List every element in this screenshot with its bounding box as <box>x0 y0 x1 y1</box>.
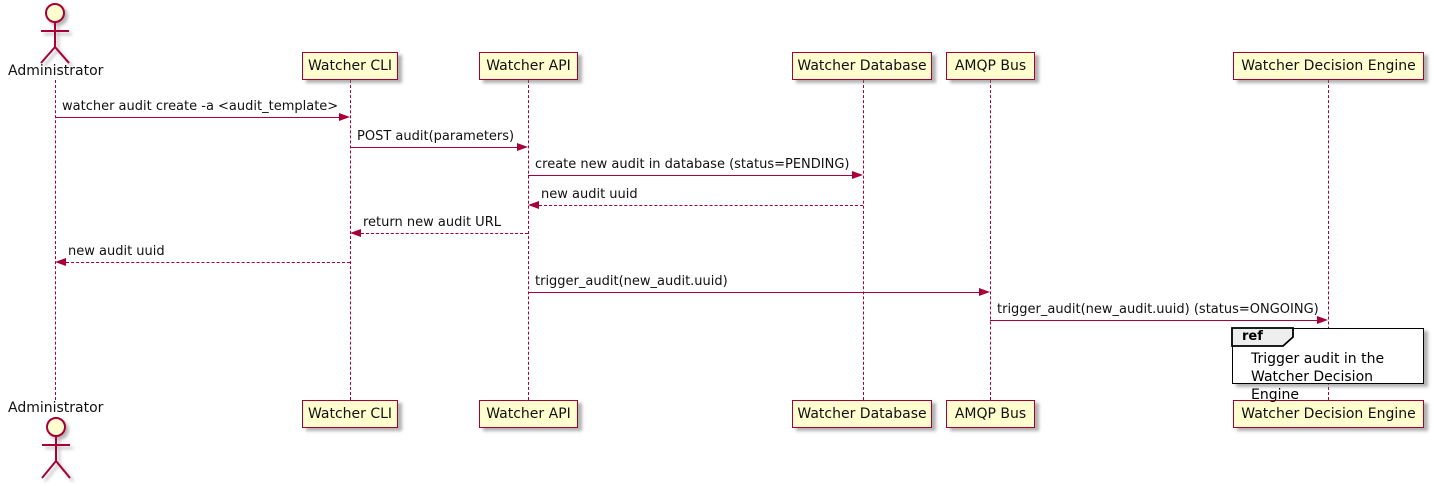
participant-watcher-database-top: Watcher Database <box>792 52 932 80</box>
participant-watcher-cli-top: Watcher CLI <box>302 52 398 80</box>
participant-label: Watcher Decision Engine <box>1241 406 1416 422</box>
participant-label: Watcher Decision Engine <box>1241 58 1416 74</box>
message-line <box>528 175 852 176</box>
message-text: new audit uuid <box>541 187 638 202</box>
participant-watcher-api-top: Watcher API <box>479 52 578 80</box>
ref-text: Trigger audit in the Watcher Decision En… <box>1251 350 1423 404</box>
arrowhead-right-icon <box>1317 316 1328 324</box>
lifeline-watcher-database <box>862 80 864 400</box>
ref-keyword: ref <box>1242 329 1263 344</box>
participant-amqp-bus-bottom: AMQP Bus <box>946 400 1035 428</box>
message-line <box>55 117 339 118</box>
participant-label: Watcher CLI <box>307 58 393 74</box>
arrowhead-left-icon <box>528 201 539 209</box>
message-text: watcher audit create -a <audit_template> <box>62 99 339 114</box>
message-line <box>990 320 1317 321</box>
message-line <box>539 205 863 206</box>
message-line <box>66 262 350 263</box>
actor-label-administrator-bottom: Administrator <box>8 400 104 416</box>
message-text: create new audit in database (status=PEN… <box>535 157 850 172</box>
participant-watcher-api-bottom: Watcher API <box>479 400 578 428</box>
arrowhead-right-icon <box>339 113 350 121</box>
message-line <box>350 147 517 148</box>
arrowhead-left-icon <box>55 258 66 266</box>
participant-watcher-cli-bottom: Watcher CLI <box>302 400 398 428</box>
participant-watcher-decision-engine-bottom: Watcher Decision Engine <box>1233 400 1424 428</box>
participant-label: Watcher API <box>486 58 571 74</box>
participant-label: Watcher Database <box>797 406 927 422</box>
arrowhead-right-icon <box>852 171 863 179</box>
participant-label: Watcher CLI <box>307 406 393 422</box>
participant-label: Watcher API <box>486 406 571 422</box>
participant-watcher-decision-engine-top: Watcher Decision Engine <box>1233 52 1424 80</box>
arrowhead-left-icon <box>350 229 361 237</box>
ref-fragment: ref Trigger audit in the Watcher Decisio… <box>1231 327 1424 403</box>
arrowhead-right-icon <box>979 288 990 296</box>
participant-label: AMQP Bus <box>954 58 1027 74</box>
message-text: trigger_audit(new_audit.uuid) (status=ON… <box>997 302 1319 317</box>
participant-label: AMQP Bus <box>954 406 1027 422</box>
message-text: POST audit(parameters) <box>357 129 515 144</box>
lifeline-amqp-bus <box>989 80 991 400</box>
message-line <box>361 233 528 234</box>
participant-label: Watcher Database <box>797 58 927 74</box>
lifeline-watcher-decision-engine <box>1327 80 1329 400</box>
ref-text-line: Watcher Decision Engine <box>1251 369 1374 403</box>
ref-text-line: Trigger audit in the <box>1251 351 1385 367</box>
arrowhead-right-icon <box>517 143 528 151</box>
ref-pentagon-icon <box>1231 327 1295 348</box>
participant-watcher-database-bottom: Watcher Database <box>792 400 932 428</box>
actor-administrator-icon <box>41 417 71 479</box>
lifeline-watcher-cli <box>349 80 351 400</box>
message-text: return new audit URL <box>363 215 501 230</box>
actor-label-administrator-top: Administrator <box>8 63 104 79</box>
participant-amqp-bus-top: AMQP Bus <box>946 52 1035 80</box>
actor-administrator-icon <box>40 3 70 64</box>
message-line <box>528 292 979 293</box>
lifeline-watcher-api <box>527 80 529 400</box>
message-text: new audit uuid <box>68 244 165 259</box>
message-text: trigger_audit(new_audit.uuid) <box>535 274 728 289</box>
lifeline-administrator <box>54 80 56 400</box>
